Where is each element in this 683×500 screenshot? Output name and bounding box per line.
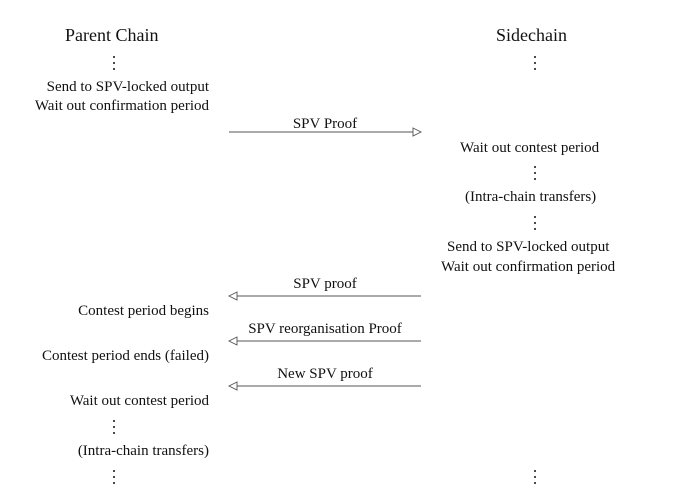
side-wait-confirm: Wait out confirmation period bbox=[441, 259, 616, 275]
parent-chain-header: Parent Chain bbox=[65, 25, 159, 45]
message-label-new-spv-proof: New SPV proof bbox=[277, 366, 373, 382]
parent-contest-begins: Contest period begins bbox=[78, 303, 209, 319]
message-label-spv-reorg-proof: SPV reorganisation Proof bbox=[248, 321, 402, 337]
parent-wait-confirm: Wait out confirmation period bbox=[34, 98, 209, 114]
parent-wait-contest: Wait out contest period bbox=[69, 393, 209, 409]
sidechain-header: Sidechain bbox=[496, 25, 567, 45]
arrow-spv-proof bbox=[229, 127, 423, 137]
message-label-spv-proof: SPV Proof bbox=[292, 116, 358, 132]
parent-send-locked: Send to SPV-locked output bbox=[46, 79, 209, 95]
arrow-spv-proof-return bbox=[227, 291, 421, 301]
parent-intra-transfers: (Intra-chain transfers) bbox=[77, 443, 209, 459]
arrow-spv-reorg-proof bbox=[227, 336, 421, 346]
side-intra-transfers: (Intra-chain transfers) bbox=[465, 189, 597, 205]
arrow-new-spv-proof bbox=[227, 381, 421, 391]
parent-contest-ends: Contest period ends (failed) bbox=[41, 348, 209, 364]
message-label-spv-proof-return: SPV proof bbox=[293, 276, 357, 292]
side-wait-contest: Wait out contest period bbox=[460, 140, 600, 156]
side-send-locked: Send to SPV-locked output bbox=[447, 239, 610, 255]
